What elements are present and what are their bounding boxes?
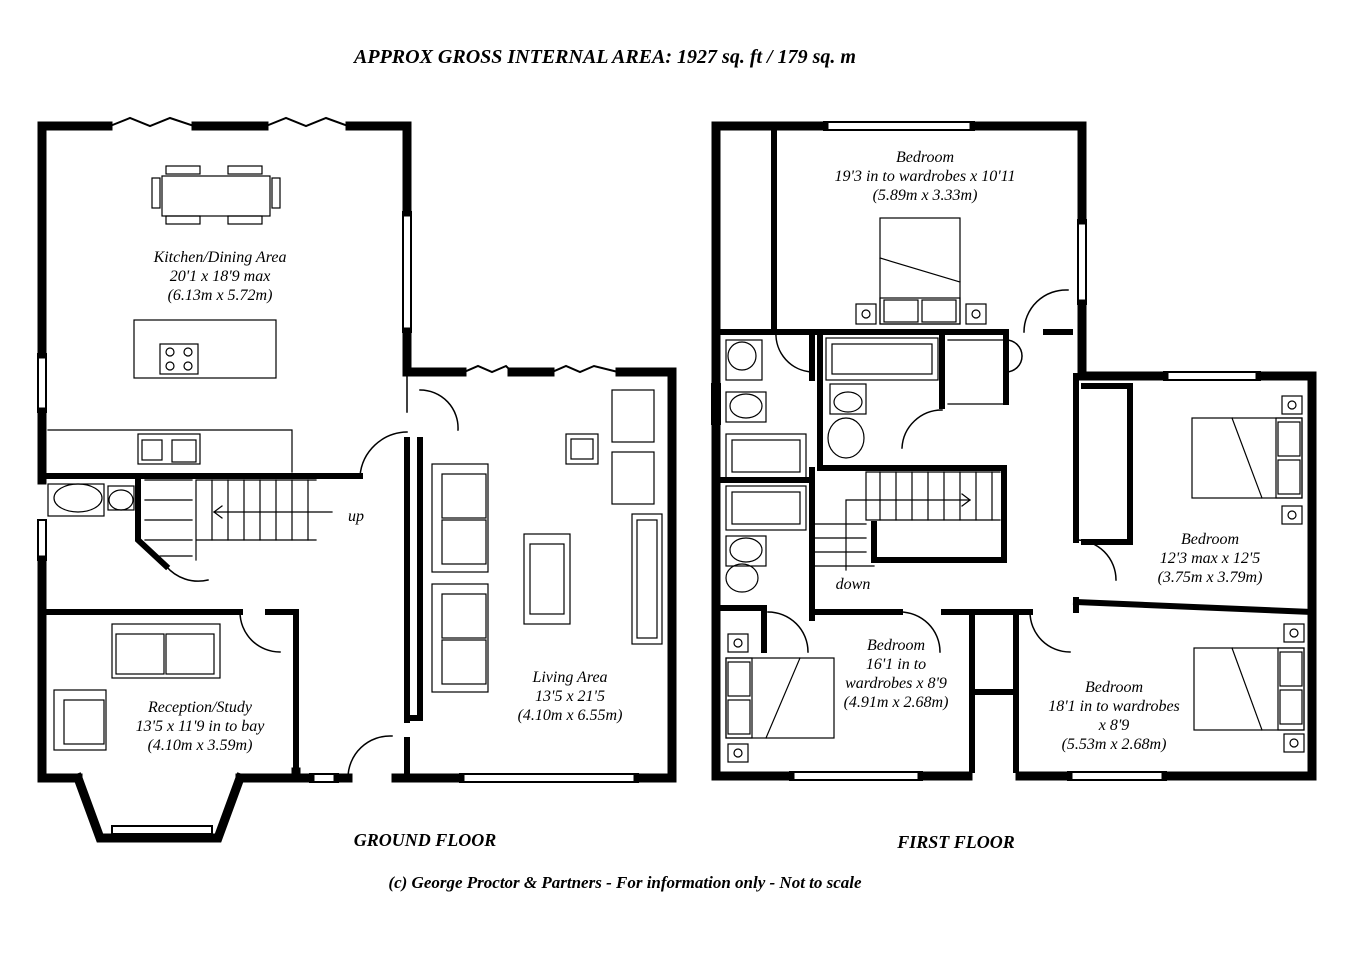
reception-label: Reception/Study 13'5 x 11'9 in to bay (4… [100, 698, 300, 755]
room-size: wardrobes x 8'9 [845, 675, 947, 692]
room-name: Bedroom [1180, 531, 1240, 548]
first-door-swings [767, 289, 1117, 653]
area-header: APPROX GROSS INTERNAL AREA: 1927 sq. ft … [354, 46, 856, 68]
ground-floor-interior-walls [39, 437, 423, 781]
room-name: Bedroom [1084, 679, 1144, 696]
first-stairs [813, 471, 1001, 571]
room-name: Kitchen/Dining Area [153, 249, 287, 266]
ground-floor-label: GROUND FLOOR [353, 830, 497, 850]
room-name: Bedroom [895, 149, 955, 166]
room-size: 20'1 x 18'9 max [169, 268, 271, 285]
ground-stairs [47, 479, 333, 561]
room-name: Bedroom [866, 637, 926, 654]
bathroom-fixtures [725, 337, 1005, 593]
room-size: 12'3 max x 12'5 [1159, 550, 1261, 567]
room-name: Living Area [532, 669, 608, 686]
bedroom3-label: Bedroom 16'1 in to wardrobes x 8'9 (4.91… [826, 636, 966, 712]
room-metric: (6.13m x 5.72m) [167, 287, 273, 304]
bedroom1-label: Bedroom 19'3 in to wardrobes x 10'11 (5.… [790, 148, 1060, 205]
bedroom4-fixtures [1193, 623, 1305, 753]
copyright-footer: (c) George Proctor & Partners - For info… [388, 873, 862, 892]
room-metric: (5.89m x 3.33m) [872, 187, 978, 204]
first-windows [711, 121, 1261, 781]
bedroom2-label: Bedroom 12'3 max x 12'5 (3.75m x 3.79m) [1130, 530, 1290, 587]
first-floor-label: FIRST FLOOR [897, 832, 1015, 852]
room-metric: (5.53m x 2.68m) [1061, 736, 1167, 753]
living-fixtures [431, 389, 663, 693]
kitchen-fixtures [47, 165, 293, 473]
room-size: 13'5 x 11'9 in to bay [135, 718, 265, 735]
first-floor-interior-walls [713, 129, 1316, 773]
room-size: 16'1 in to [865, 656, 927, 673]
bedroom4-label: Bedroom 18'1 in to wardrobes x 8'9 (5.53… [1024, 678, 1204, 754]
bedroom1-fixtures [855, 217, 987, 325]
stair-down-label: down [835, 576, 871, 593]
room-metric: (3.75m x 3.79m) [1157, 569, 1263, 586]
bifold-doors [108, 116, 620, 374]
first-floor-walls [711, 121, 1317, 781]
ground-windows [37, 211, 639, 843]
reception-fixtures [53, 623, 221, 751]
kitchen-label: Kitchen/Dining Area 20'1 x 18'9 max (6.1… [110, 248, 330, 305]
stair-up-label: up [348, 508, 364, 525]
room-name: Reception/Study [148, 699, 252, 716]
room-size: 18'1 in to wardrobes [1048, 698, 1180, 715]
bedroom2-fixtures [1191, 395, 1303, 525]
room-metric: (4.10m x 3.59m) [147, 737, 253, 754]
room-size: 19'3 in to wardrobes x 10'11 [834, 168, 1016, 185]
room-metric: (4.91m x 2.68m) [843, 694, 949, 711]
room-size: x 8'9 [1098, 717, 1130, 734]
ground-door-swings [164, 371, 459, 779]
room-size: 13'5 x 21'5 [535, 688, 605, 705]
living-label: Living Area 13'5 x 21'5 (4.10m x 6.55m) [480, 668, 660, 725]
room-metric: (4.10m x 6.55m) [517, 707, 623, 724]
bedroom3-fixtures [725, 633, 835, 763]
